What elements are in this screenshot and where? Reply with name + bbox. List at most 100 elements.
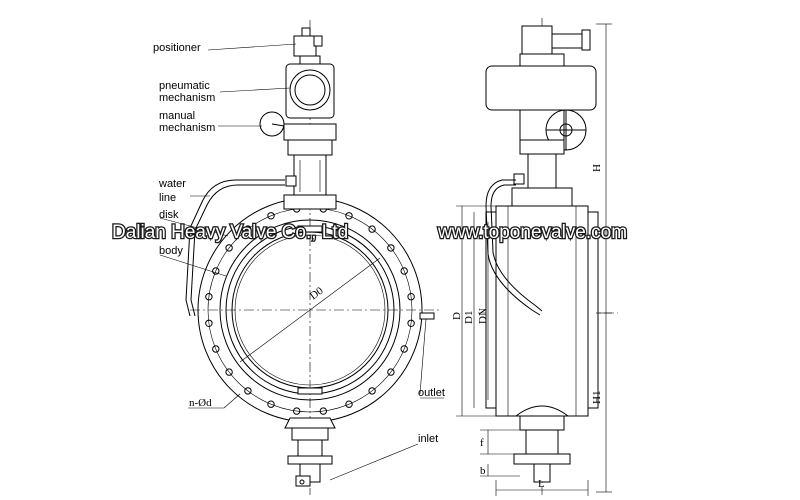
side-handwheel-spokes bbox=[546, 110, 586, 150]
lower-housing bbox=[297, 439, 323, 457]
positioner-body bbox=[293, 35, 317, 57]
disk-inner-circle bbox=[234, 234, 386, 386]
upper-flange bbox=[283, 194, 337, 210]
dim-f-label: f bbox=[480, 437, 484, 449]
side-yoke bbox=[527, 153, 557, 189]
water-line-pipe-outer bbox=[185, 179, 285, 317]
label-water-2: line bbox=[159, 192, 176, 204]
label-manual-1: manual bbox=[159, 110, 195, 122]
dim-d-label: D bbox=[451, 312, 463, 320]
side-view: H H1 D D1 DN f b L bbox=[451, 18, 618, 496]
dim-h-label: H bbox=[591, 164, 603, 172]
bolt-hole bbox=[368, 387, 376, 395]
side-positioner-terminal bbox=[551, 33, 585, 49]
bolt-hole bbox=[407, 293, 415, 301]
side-lower-housing bbox=[525, 429, 559, 455]
side-upper-flange bbox=[511, 187, 573, 207]
leader-outlet bbox=[419, 318, 427, 395]
leader-n-d bbox=[223, 393, 241, 409]
handwheel-shaft bbox=[271, 123, 285, 127]
dim-dn-label: DN bbox=[477, 308, 489, 324]
water-fitting bbox=[285, 175, 297, 187]
side-water-pipe-inner bbox=[490, 184, 543, 312]
actuator-piston-outer bbox=[289, 69, 331, 111]
bolt-hole bbox=[400, 345, 408, 353]
bolt-hole bbox=[212, 267, 220, 275]
label-manual-2: mechanism bbox=[159, 122, 215, 134]
bolt-hole bbox=[345, 400, 353, 408]
label-outlet: outlet bbox=[418, 387, 445, 399]
handwheel bbox=[259, 111, 285, 137]
inlet-port bbox=[299, 479, 305, 485]
water-line-pipe-inner bbox=[190, 184, 285, 317]
bolt-hole bbox=[225, 244, 233, 252]
bolt-hole bbox=[319, 407, 327, 415]
bolt-hole bbox=[387, 244, 395, 252]
lower-bracket bbox=[284, 417, 336, 429]
side-actuator bbox=[485, 65, 597, 111]
side-gearbox bbox=[519, 109, 565, 141]
leader-inlet bbox=[329, 443, 419, 481]
label-pneumatic-1: pneumatic bbox=[159, 80, 210, 92]
leader-body bbox=[159, 254, 227, 277]
positioner-terminal bbox=[313, 35, 323, 47]
bolt-hole bbox=[400, 267, 408, 275]
label-pneumatic-2: mechanism bbox=[159, 92, 215, 104]
watermark-company: Dalian Heavy Valve Co., Ltd bbox=[112, 222, 348, 243]
bolt-hole bbox=[407, 319, 415, 327]
bolt-hole bbox=[225, 368, 233, 376]
d0-diameter-line bbox=[239, 257, 381, 363]
lower-bearing bbox=[291, 427, 329, 441]
gearbox-body bbox=[283, 123, 337, 141]
positioner-cap bbox=[301, 27, 311, 37]
front-view: D0 bbox=[153, 20, 445, 495]
actuator-top bbox=[299, 55, 321, 65]
d0-label: D0 bbox=[308, 285, 326, 303]
bolt-hole bbox=[205, 319, 213, 327]
side-coupling bbox=[519, 139, 565, 155]
bolt-holes bbox=[205, 205, 415, 415]
inlet-fitting bbox=[295, 475, 311, 487]
actuator-piston-inner bbox=[294, 74, 326, 106]
disk-bottom-clip bbox=[297, 387, 323, 395]
outlet-stub bbox=[419, 312, 435, 320]
leader-pneumatic bbox=[219, 87, 291, 93]
watermark-website: www.toponevalve.com bbox=[437, 222, 627, 243]
yoke bbox=[293, 154, 327, 196]
side-lower-flange bbox=[513, 453, 571, 465]
label-n-d: n-Ød bbox=[189, 397, 212, 409]
bolt-hole bbox=[244, 387, 252, 395]
dim-l-label: L bbox=[538, 478, 545, 490]
bolt-hole bbox=[345, 212, 353, 220]
side-disk-curve bbox=[515, 405, 569, 417]
side-lower-bracket bbox=[519, 415, 565, 431]
dim-b-label: b bbox=[480, 465, 486, 477]
bolt-hole bbox=[293, 407, 301, 415]
coupling-plate bbox=[287, 139, 333, 156]
bolt-hole bbox=[368, 225, 376, 233]
side-water-fitting bbox=[513, 173, 525, 185]
lower-flange bbox=[287, 455, 333, 465]
bolt-hole bbox=[267, 212, 275, 220]
body-inner-circle bbox=[219, 219, 401, 401]
label-inlet: inlet bbox=[418, 433, 438, 445]
label-disk: disk bbox=[159, 209, 179, 221]
leader-positioner bbox=[207, 43, 297, 51]
bolt-hole bbox=[244, 225, 252, 233]
leader-disk bbox=[159, 217, 229, 237]
side-drain bbox=[533, 463, 551, 483]
label-water-1: water bbox=[158, 178, 186, 190]
side-flange-right bbox=[587, 211, 599, 409]
label-positioner: positioner bbox=[153, 42, 201, 54]
bolt-hole bbox=[267, 400, 275, 408]
bolt-hole bbox=[387, 368, 395, 376]
dim-h1-label: H1 bbox=[591, 391, 603, 404]
label-body: body bbox=[159, 245, 183, 257]
side-actuator-top bbox=[519, 53, 565, 67]
side-positioner-fitting bbox=[581, 29, 591, 51]
bolt-hole bbox=[205, 293, 213, 301]
disk-top-clip bbox=[297, 225, 323, 233]
dim-d1-label: D1 bbox=[463, 311, 475, 324]
